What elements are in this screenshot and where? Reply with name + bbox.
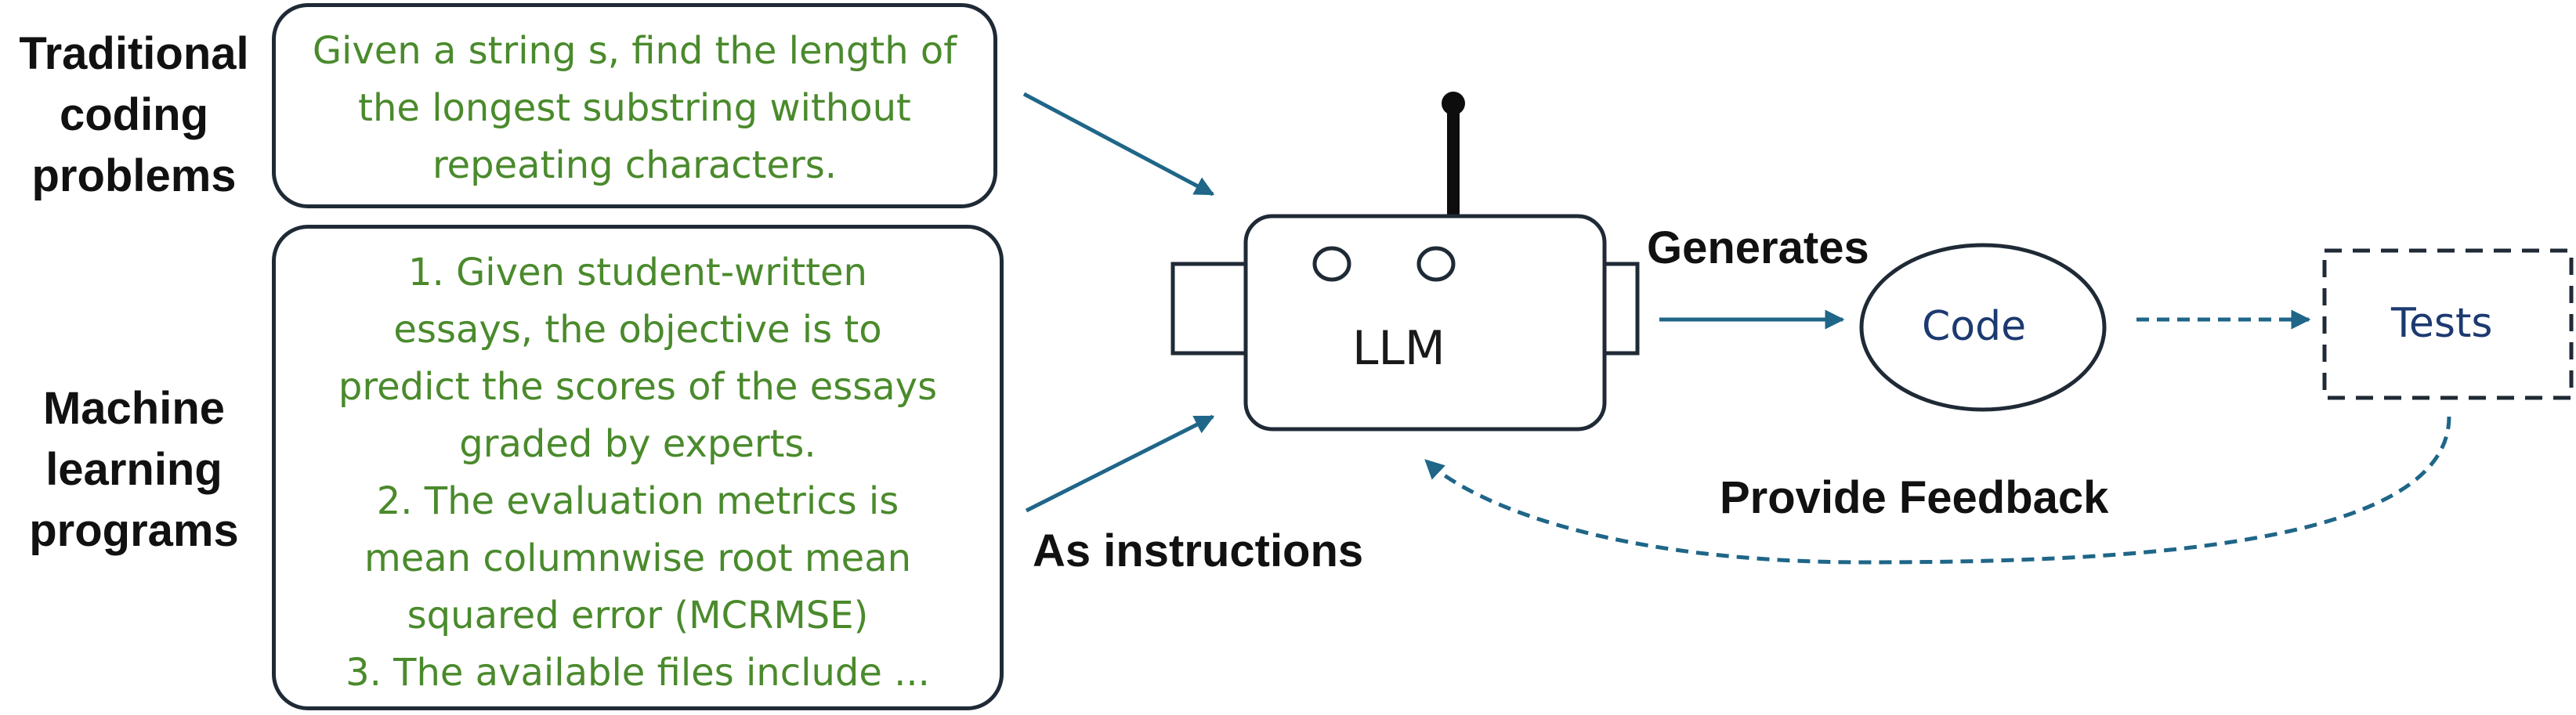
ml-label-line: programs xyxy=(29,505,239,556)
robot-left-ear xyxy=(1170,262,1248,356)
traditional-label-line: Traditional xyxy=(19,28,249,79)
ml-to-llm-arrow xyxy=(1025,414,1215,513)
ml-label: Machine learning programs xyxy=(5,378,263,562)
ml-prompt-box: 1. Given student-written essays, the obj… xyxy=(272,225,1004,710)
robot-antenna-tip xyxy=(1442,92,1465,115)
ml-prompt-line: 2. The evaluation metrics is xyxy=(376,479,899,523)
traditional-prompt-box: Given a string s, find the length of the… xyxy=(272,3,997,208)
ml-label-line: Machine xyxy=(42,383,226,434)
llm-robot-icon xyxy=(1170,92,1640,432)
traditional-prompt-text: Given a string s, find the length of the… xyxy=(312,29,957,187)
robot-left-eye xyxy=(1312,246,1351,282)
ml-prompt-line: essays, the objective is to xyxy=(393,308,882,352)
ml-prompt-line: predict the scores of the essays xyxy=(338,365,938,409)
ml-prompt-line: squared error (MCRMSE) xyxy=(407,594,869,637)
traditional-label-line: coding xyxy=(59,89,209,140)
tests-node xyxy=(2322,248,2574,400)
ml-prompt-line: 1. Given student-written xyxy=(408,251,867,294)
code-label: Code xyxy=(1922,303,2027,350)
code-node xyxy=(1859,243,2107,412)
provide-feedback-label: Provide Feedback xyxy=(1720,472,2109,523)
ml-prompt-line: 3. The available files include ... xyxy=(346,651,930,695)
ml-label-line: learning xyxy=(45,444,223,495)
ml-prompt-line: mean columnwise root mean xyxy=(364,536,912,580)
tests-label: Tests xyxy=(2391,300,2493,347)
generates-label: Generates xyxy=(1647,222,1869,273)
traditional-label: Traditional coding problems xyxy=(5,23,263,207)
ml-prompt-line: graded by experts. xyxy=(459,422,816,466)
traditional-label-line: problems xyxy=(31,150,237,201)
robot-right-eye xyxy=(1416,246,1456,282)
ml-prompt-text: 1. Given student-written essays, the obj… xyxy=(284,244,992,702)
as-instructions-label: As instructions xyxy=(1033,525,1364,576)
traditional-to-llm-arrow xyxy=(1022,92,1215,197)
llm-label: LLM xyxy=(1352,321,1445,376)
